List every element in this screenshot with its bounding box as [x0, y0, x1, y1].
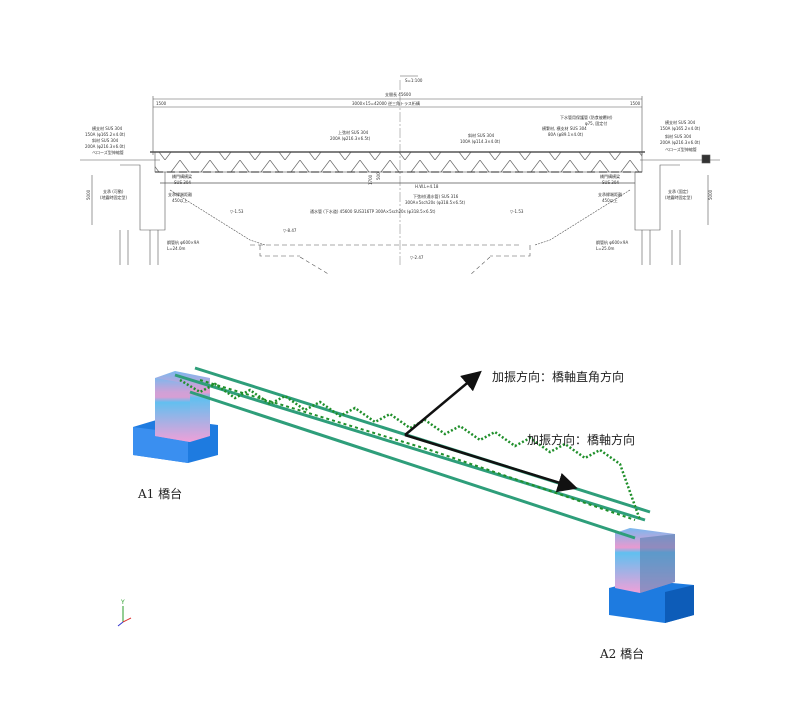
level-label: ▽-2.47 — [410, 255, 424, 260]
end-dim-right: 1500 — [630, 101, 641, 106]
a2-label: A2 橋台 — [599, 646, 644, 661]
right-piles — [641, 230, 681, 265]
top-chord-label: 上弦材 SUS 304 — [338, 129, 369, 135]
height-label: 500 — [376, 172, 381, 180]
support-label: 支承 (固定) — [668, 188, 689, 194]
callout: 200A (φ216.3×6.0t) — [85, 144, 126, 149]
callout: 斜材 SUS 304 — [665, 133, 692, 139]
lateral-spec: 80A (φ89.1×4.0t) — [548, 132, 583, 137]
right-abutment — [634, 164, 680, 231]
pile-label: 鋼管杭 φ600×9A — [167, 239, 199, 245]
left-abutment — [120, 164, 166, 231]
pile-label: L=24.0m — [167, 246, 185, 251]
level-label: ▽-1.53 — [510, 209, 524, 214]
portal-label: 橋門構横梁 — [600, 173, 620, 179]
seat-label: 支承縁端距離 — [168, 191, 192, 197]
seat-label: 450以上 — [172, 197, 188, 203]
pile-label: 鋼管杭 φ600×9A — [596, 239, 628, 245]
abutment-a2 — [609, 528, 694, 623]
panel-layout-label: 3000×15=42000 逆三角トラス桁構 — [352, 100, 420, 106]
seat-label: 支承縁端距離 — [598, 191, 622, 197]
pile-label: L=25.0m — [596, 246, 614, 251]
callout: 200A (φ216.3×6.0t) — [660, 140, 701, 145]
hwl-label: H.W.L+4.18 — [415, 184, 439, 189]
right-callouts: 横支材 SUS 304 150A (φ165.2×4.0t) 斜材 SUS 30… — [660, 119, 701, 152]
axis-triad-icon: Y — [117, 599, 132, 627]
a1-label: A1 橋台 — [137, 486, 182, 501]
support-label: (地震時固定型) — [100, 194, 128, 200]
height-label: 5000 — [86, 189, 91, 200]
portal-label: SUS 304 — [602, 180, 619, 185]
longitudinal-arrow — [404, 433, 578, 493]
water-pipe-label: 下水管用保護管 (防食被覆材) — [560, 114, 613, 120]
lateral-label: 横繋材, 横支材 SUS 304 — [542, 125, 587, 131]
transverse-direction-label: 加振方向：橋軸直角方向 — [492, 369, 624, 384]
top-chord-spec: 200A (φ216.3×6.5t) — [330, 136, 371, 141]
callout: 斜材 SUS 304 — [92, 137, 119, 143]
portal-label: SUS 304 — [174, 180, 191, 185]
bridge-elevation-drawing — [80, 75, 720, 276]
callout: 150A (φ165.2×4.0t) — [660, 126, 701, 131]
support-label: (地震時固定型) — [665, 194, 693, 200]
truss-elevation — [154, 151, 643, 173]
scale-label: S=1:100 — [405, 78, 423, 83]
transverse-arrow — [404, 370, 482, 436]
left-piles — [119, 230, 159, 265]
callout: ベローズ型伸縮管 — [92, 149, 124, 155]
truss-model — [174, 366, 651, 540]
excitation-arrows — [404, 370, 578, 493]
water-pipe-spec: φ75, 固定付 — [585, 120, 607, 126]
end-dim-left: 1500 — [156, 101, 167, 106]
level-label: ▽-8.47 — [283, 228, 297, 233]
height-label: 1700 — [368, 174, 373, 185]
portal-label: 橋門構横梁 — [172, 173, 192, 179]
diagonal-label: 斜材 SUS 304 — [468, 132, 495, 138]
callout: ベローズ型伸縮管 — [665, 146, 697, 152]
bottom-chord-label: 下弦材(通水管) SUS 316 — [413, 193, 459, 199]
longitudinal-direction-label: 加振方向：橋軸方向 — [527, 432, 635, 447]
callout: 150A (φ165.2×4.0t) — [85, 132, 126, 137]
seat-label: 450以上 — [602, 197, 618, 203]
main-pipe-label: 通水管 (下水道) 45600 SUS316TP 300A×5sch20s (φ… — [310, 208, 436, 214]
callout: 横支材 SUS 304 — [92, 125, 123, 131]
abutment-a1 — [133, 371, 218, 463]
span-length-label: 支間長 45600 — [385, 91, 411, 97]
riverbed-line — [299, 256, 491, 276]
bottom-chord-spec: 300A×5sch20s (φ318.5×6.5t) — [405, 200, 465, 205]
support-label: 支承 (可動) — [103, 188, 124, 194]
drawing-annotations: S=1:100 支間長 45600 3000×15=42000 逆三角トラス桁構… — [85, 78, 713, 260]
callout: 横支材 SUS 304 — [665, 119, 696, 125]
level-label: ▽-1.53 — [230, 209, 244, 214]
left-callouts: 横支材 SUS 304 150A (φ165.2×4.0t) 斜材 SUS 30… — [85, 125, 126, 155]
axis-y-label: Y — [120, 599, 125, 606]
height-label: 5000 — [708, 189, 713, 200]
diagonal-spec: 100A (φ114.3×4.0t) — [460, 139, 501, 144]
